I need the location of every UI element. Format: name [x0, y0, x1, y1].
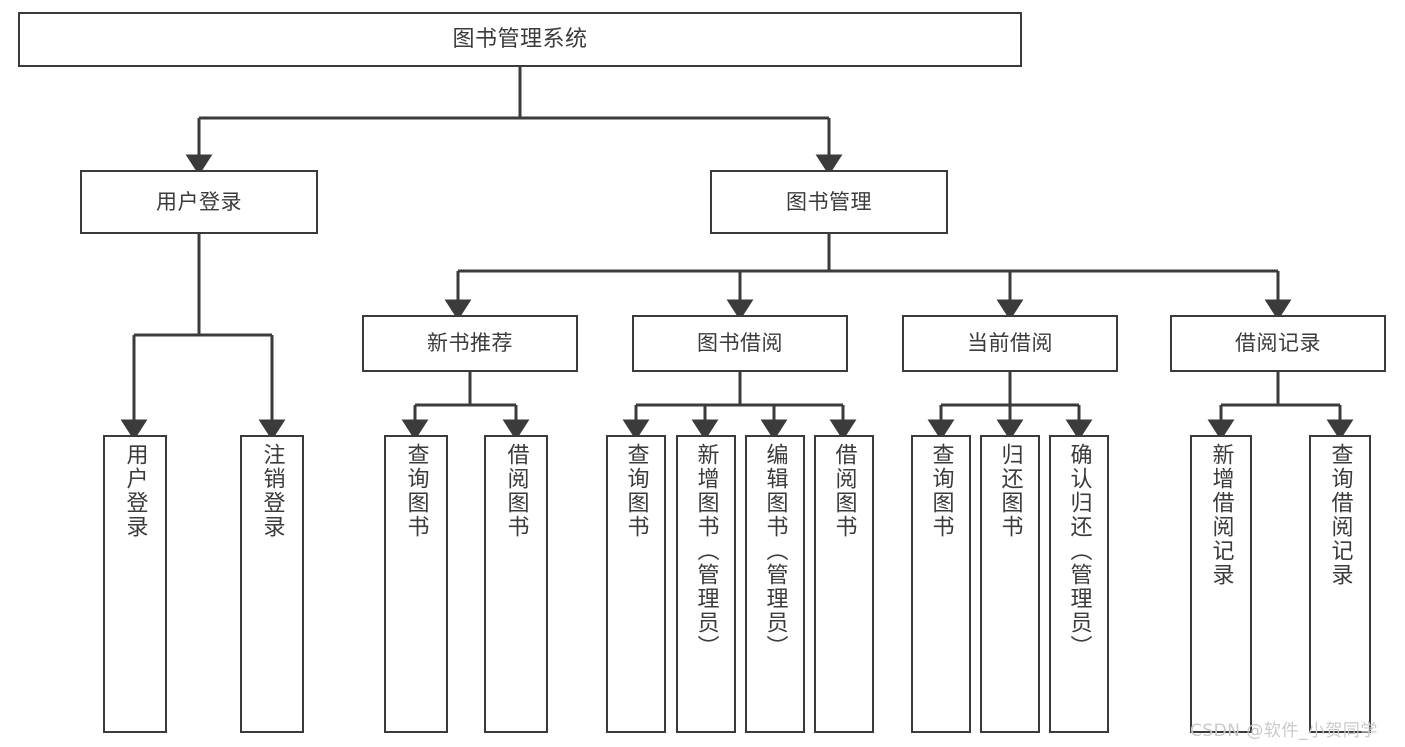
leaf-logout[interactable]: 注销登录 — [240, 435, 304, 733]
node-label: 当前借阅 — [967, 331, 1053, 356]
node-label: 借阅图书 — [503, 443, 529, 539]
node-label: 归还图书 — [997, 443, 1023, 539]
leaf-user-login[interactable]: 用户登录 — [103, 435, 167, 733]
leaf-add-book-admin[interactable]: 新增图书（管理员） — [676, 435, 736, 733]
node-label: 编辑图书（管理员） — [762, 443, 788, 659]
leaf-query-book-current[interactable]: 查询图书 — [911, 435, 971, 733]
node-label: 图书管理 — [786, 189, 872, 214]
node-label: 注销登录 — [259, 443, 285, 539]
node-label: 用户登录 — [122, 443, 148, 539]
node-borrowing-records[interactable]: 借阅记录 — [1170, 315, 1386, 372]
node-label: 查询借阅记录 — [1327, 443, 1353, 587]
node-label: 用户登录 — [156, 189, 242, 214]
node-label: 新增借阅记录 — [1208, 443, 1234, 587]
leaf-borrow-book[interactable]: 借阅图书 — [814, 435, 874, 733]
leaf-add-borrow-record[interactable]: 新增借阅记录 — [1190, 435, 1252, 733]
node-label: 借阅记录 — [1235, 331, 1321, 356]
node-new-book-recommendation[interactable]: 新书推荐 — [362, 315, 578, 372]
node-label: 新书推荐 — [427, 331, 513, 356]
leaf-query-borrow-record[interactable]: 查询借阅记录 — [1309, 435, 1371, 733]
node-label: 图书管理系统 — [452, 26, 588, 52]
leaf-return-book[interactable]: 归还图书 — [980, 435, 1040, 733]
node-label: 查询图书 — [623, 443, 649, 539]
node-book-borrowing[interactable]: 图书借阅 — [632, 315, 848, 372]
leaf-confirm-return-admin[interactable]: 确认归还（管理员） — [1049, 435, 1109, 733]
node-book-management[interactable]: 图书管理 — [710, 170, 948, 234]
node-label: 图书借阅 — [697, 331, 783, 356]
node-label: 查询图书 — [403, 443, 429, 539]
node-current-borrowing[interactable]: 当前借阅 — [902, 315, 1118, 372]
node-label: 确认归还（管理员） — [1066, 443, 1092, 659]
leaf-edit-book-admin[interactable]: 编辑图书（管理员） — [745, 435, 805, 733]
node-root-book-management-system[interactable]: 图书管理系统 — [18, 12, 1022, 67]
node-label: 查询图书 — [928, 443, 954, 539]
node-label: 借阅图书 — [831, 443, 857, 539]
watermark-text: CSDN @软件_小贺同学 — [1190, 721, 1378, 741]
leaf-query-book-recommendation[interactable]: 查询图书 — [384, 435, 448, 733]
leaf-borrow-book-recommendation[interactable]: 借阅图书 — [484, 435, 548, 733]
node-user-login[interactable]: 用户登录 — [80, 170, 318, 234]
node-label: 新增图书（管理员） — [693, 443, 719, 659]
leaf-query-book-borrowing[interactable]: 查询图书 — [606, 435, 666, 733]
